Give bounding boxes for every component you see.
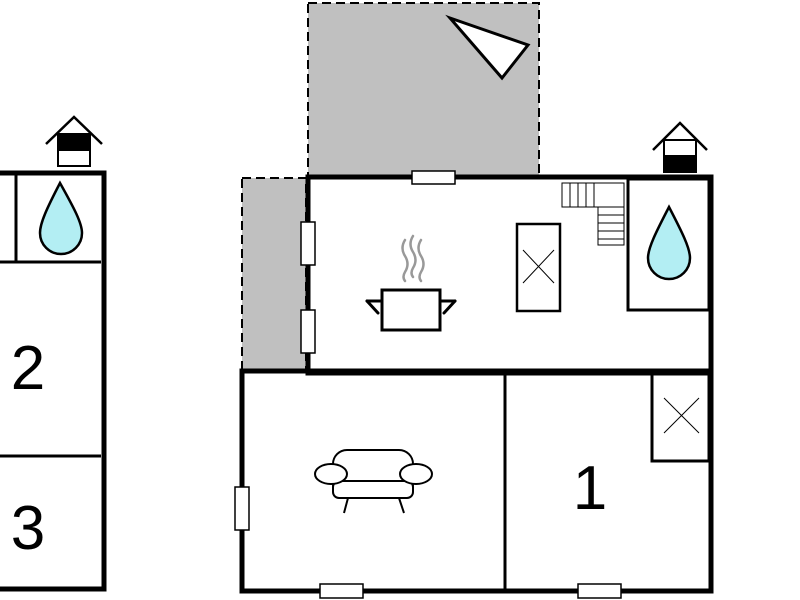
window-left-upper [300, 221, 316, 266]
main-building-walls [239, 174, 714, 594]
water-drop-icon [38, 180, 84, 256]
window-left-lower [300, 309, 316, 354]
window-living-left [234, 486, 250, 531]
windows [234, 170, 622, 599]
window-bottom-left [319, 583, 364, 599]
house-icon [652, 121, 708, 173]
wardrobe-icon [663, 397, 700, 434]
side-building-walls [0, 170, 107, 592]
water-drop-icon [646, 204, 692, 281]
house-icon [45, 115, 103, 167]
window-top [411, 170, 456, 185]
terrace-top [307, 2, 540, 177]
hob-icon [515, 222, 562, 313]
compass-arrow-icon [445, 14, 531, 81]
staircase-icon [561, 182, 625, 246]
sofa-icon [314, 449, 433, 514]
room-number-2: 2 [11, 334, 45, 403]
terrace-left [241, 177, 307, 372]
cooking-pot-icon [365, 234, 457, 332]
room-number-3: 3 [11, 494, 45, 563]
room-number-1: 1 [573, 454, 607, 523]
window-bottom-right [577, 583, 622, 599]
